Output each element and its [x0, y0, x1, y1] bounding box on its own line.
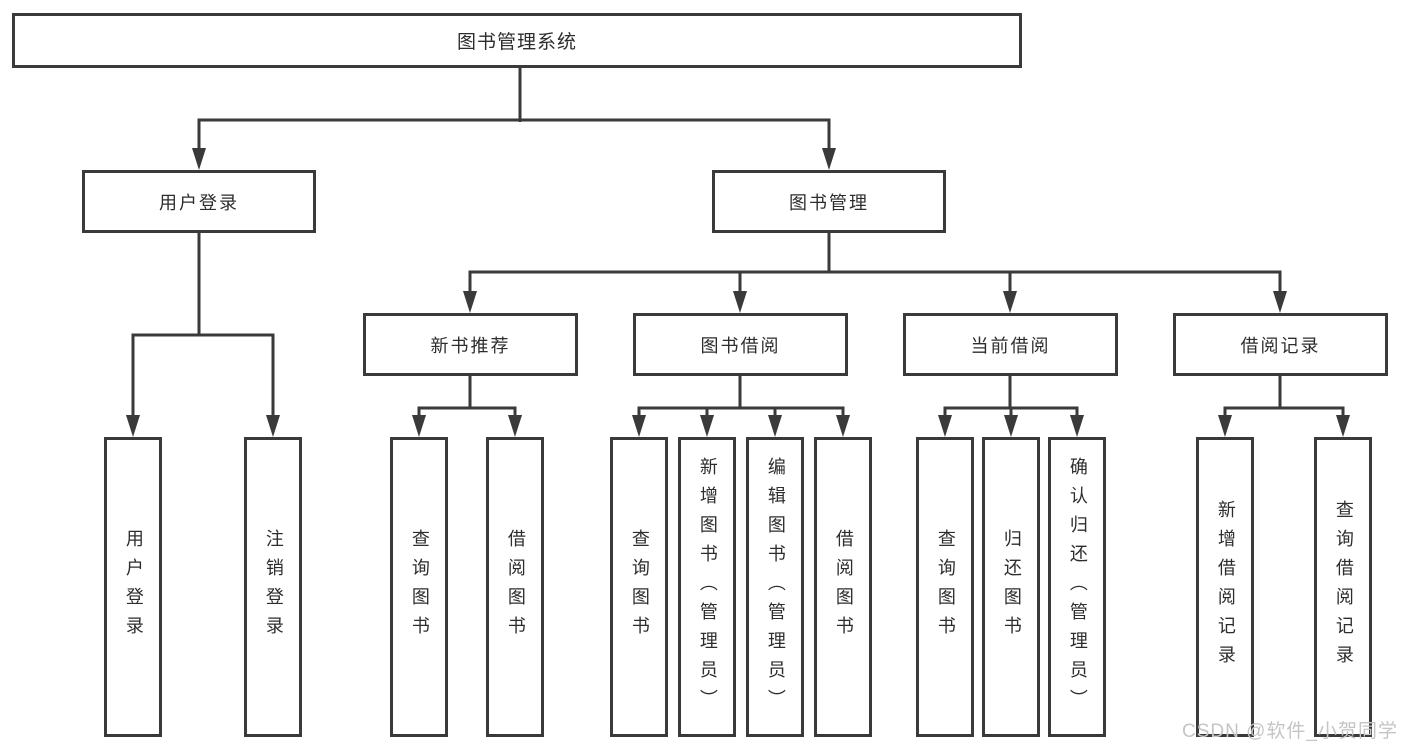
leaf-logout: 注销登录 [244, 437, 302, 737]
leaf-borrow-books-label: 借阅图书 [833, 529, 854, 645]
leaf-borrow-books-recommend-label: 借阅图书 [505, 529, 526, 645]
leaf-edit-book-admin: 编辑图书（管理员） [746, 437, 804, 737]
node-library-management-system-label: 图书管理系统 [456, 32, 577, 53]
leaf-add-borrow-record-label: 新增借阅记录 [1215, 500, 1236, 674]
node-book-management: 图书管理 [712, 170, 946, 233]
node-book-management-label: 图书管理 [789, 192, 869, 213]
leaf-query-books-borrow-label: 查询图书 [629, 529, 650, 645]
node-library-management-system: 图书管理系统 [12, 13, 1022, 68]
leaf-query-books-recommend-label: 查询图书 [409, 529, 430, 645]
node-book-borrowing: 图书借阅 [633, 313, 848, 376]
leaf-confirm-return-admin: 确认归还（管理员） [1048, 437, 1106, 737]
leaf-query-books-borrow: 查询图书 [610, 437, 668, 737]
node-user-login: 用户登录 [82, 170, 316, 233]
csdn-watermark: CSDN @软件_小贺同学 [1182, 721, 1398, 742]
leaf-query-borrow-record: 查询借阅记录 [1314, 437, 1372, 737]
leaf-query-books-recommend: 查询图书 [390, 437, 448, 737]
leaf-confirm-return-admin-label: 确认归还（管理员） [1067, 456, 1088, 718]
leaf-edit-book-admin-label: 编辑图书（管理员） [765, 456, 786, 718]
leaf-add-borrow-record: 新增借阅记录 [1196, 437, 1254, 737]
leaf-return-book-label: 归还图书 [1001, 529, 1022, 645]
leaf-return-book: 归还图书 [982, 437, 1040, 737]
leaf-query-books-current-label: 查询图书 [935, 529, 956, 645]
leaf-query-borrow-record-label: 查询借阅记录 [1333, 500, 1354, 674]
leaf-borrow-books: 借阅图书 [814, 437, 872, 737]
node-user-login-label: 用户登录 [159, 192, 239, 213]
leaf-query-books-current: 查询图书 [916, 437, 974, 737]
node-new-book-recommend: 新书推荐 [363, 313, 578, 376]
leaf-user-login-label: 用户登录 [123, 529, 144, 645]
node-new-book-recommend-label: 新书推荐 [430, 335, 511, 356]
node-current-borrowing: 当前借阅 [903, 313, 1118, 376]
node-borrowing-records-label: 借阅记录 [1240, 335, 1321, 356]
leaf-add-book-admin-label: 新增图书（管理员） [697, 456, 718, 718]
leaf-borrow-books-recommend: 借阅图书 [486, 437, 544, 737]
leaf-add-book-admin: 新增图书（管理员） [678, 437, 736, 737]
node-borrowing-records: 借阅记录 [1173, 313, 1388, 376]
leaf-logout-label: 注销登录 [263, 529, 284, 645]
node-current-borrowing-label: 当前借阅 [970, 335, 1051, 356]
leaf-user-login: 用户登录 [104, 437, 162, 737]
node-book-borrowing-label: 图书借阅 [700, 335, 781, 356]
